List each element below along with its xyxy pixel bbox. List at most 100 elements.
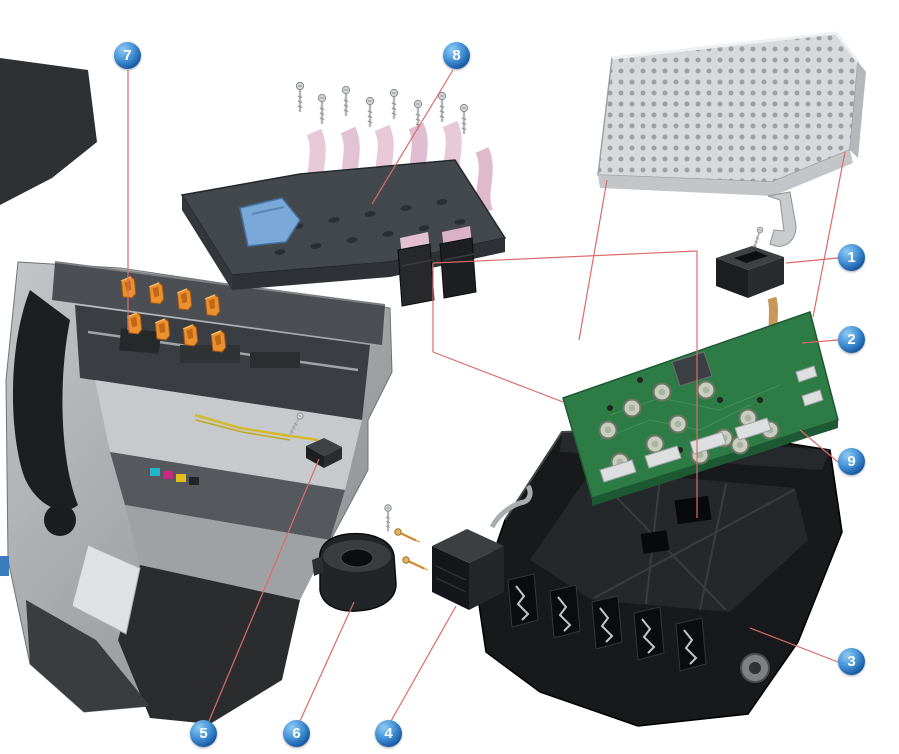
holder-flange bbox=[312, 556, 324, 576]
align-line bbox=[432, 250, 698, 264]
leader-1 bbox=[785, 257, 839, 264]
interconnect-box bbox=[383, 484, 533, 610]
printer-base bbox=[118, 565, 300, 724]
box-right bbox=[469, 546, 504, 610]
leader-9 bbox=[799, 429, 839, 463]
align-line bbox=[432, 351, 564, 403]
pcb-board bbox=[562, 311, 839, 499]
connector-detail bbox=[401, 259, 433, 267]
leader-3 bbox=[749, 627, 839, 663]
housing-floor bbox=[530, 470, 808, 612]
align-line bbox=[812, 151, 846, 318]
ink-label-cyan bbox=[150, 468, 160, 476]
callout-8: 8 bbox=[443, 42, 470, 69]
shield-top-edge bbox=[611, 31, 860, 63]
printer-rear-panel bbox=[0, 58, 97, 205]
screw-icon bbox=[341, 85, 351, 118]
clip-icon bbox=[148, 281, 165, 306]
holder-hole bbox=[734, 251, 768, 263]
printhead-slots bbox=[507, 573, 707, 672]
leader-6 bbox=[299, 601, 355, 722]
capacitor-icon bbox=[622, 398, 642, 418]
emi-shield bbox=[597, 31, 866, 247]
gold-screw-icon bbox=[400, 554, 431, 575]
capacitor-icon bbox=[598, 420, 618, 440]
carriage-housing bbox=[477, 427, 843, 727]
screw-icon bbox=[383, 503, 393, 533]
clip-icon bbox=[176, 287, 193, 312]
printer-leg bbox=[26, 600, 150, 712]
printer-blue-trim bbox=[0, 556, 9, 576]
ink-label-black bbox=[189, 477, 199, 485]
callout-1: 1 bbox=[838, 244, 865, 271]
printer-lower-front bbox=[125, 505, 330, 600]
capacitor-icon bbox=[645, 434, 665, 454]
yellow-cable-2 bbox=[195, 419, 291, 441]
mechanism-block bbox=[250, 352, 300, 368]
clip-icon bbox=[126, 311, 143, 336]
pcb-asic-chip bbox=[671, 351, 713, 387]
callout-4: 4 bbox=[375, 720, 402, 747]
connector-block bbox=[439, 237, 477, 299]
capacitor-icon bbox=[652, 382, 672, 402]
clip-icon bbox=[154, 317, 171, 342]
interconnect-holder bbox=[716, 225, 784, 298]
ink-label-magenta bbox=[163, 471, 173, 479]
printer-body bbox=[0, 58, 393, 724]
box-detail bbox=[435, 577, 467, 593]
callout-5: 5 bbox=[190, 720, 217, 747]
clip-icon bbox=[210, 329, 227, 354]
housing-roller-hub bbox=[749, 662, 761, 674]
callout-2: 2 bbox=[838, 326, 865, 353]
shield-perforation bbox=[598, 33, 858, 182]
cover-blue-latch bbox=[239, 197, 301, 247]
mechanism-block bbox=[180, 345, 240, 363]
cover-screws bbox=[295, 81, 469, 136]
screw-icon bbox=[295, 81, 305, 114]
holder-right bbox=[748, 257, 784, 298]
leader-lines bbox=[127, 69, 846, 722]
box-front bbox=[432, 546, 469, 610]
housing-cutout bbox=[674, 495, 712, 525]
clip-icon bbox=[204, 293, 221, 318]
screw-icon bbox=[459, 103, 469, 136]
connector-detail bbox=[443, 253, 475, 261]
shield-bottom-fold bbox=[598, 150, 853, 196]
carriage-pca bbox=[562, 311, 839, 506]
encoder-part bbox=[285, 410, 342, 468]
yellow-cable bbox=[194, 413, 319, 442]
screw-icon bbox=[437, 91, 447, 124]
callout-7: 7 bbox=[114, 42, 141, 69]
capacitor-icon bbox=[696, 380, 716, 400]
pcb-edge bbox=[592, 420, 838, 506]
callout-9: 9 bbox=[838, 448, 865, 475]
part-right bbox=[324, 447, 342, 468]
shield-right-face bbox=[850, 62, 866, 158]
connector-block bbox=[397, 243, 435, 307]
screw-icon bbox=[317, 93, 327, 126]
clip-icon bbox=[182, 323, 199, 348]
leader-4 bbox=[390, 605, 457, 722]
screw-icon bbox=[389, 88, 399, 121]
leader-8 bbox=[371, 69, 454, 205]
cover-connectors bbox=[397, 226, 477, 307]
cover-left-face bbox=[182, 195, 232, 290]
printer-mid-panel bbox=[95, 380, 362, 490]
holder-hole bbox=[340, 548, 374, 568]
callout-3: 3 bbox=[838, 648, 865, 675]
callout-6: 6 bbox=[283, 720, 310, 747]
ink-label-yellow bbox=[176, 474, 186, 482]
capacitor-icon bbox=[668, 414, 688, 434]
shield-strap bbox=[767, 191, 797, 247]
small-holder bbox=[312, 532, 397, 612]
box-detail bbox=[435, 565, 467, 581]
printer-knob bbox=[44, 504, 76, 536]
screw-icon bbox=[365, 96, 375, 129]
holder-front bbox=[716, 258, 748, 298]
electronics-cover bbox=[180, 159, 507, 290]
part-front bbox=[306, 446, 324, 468]
metal-bracket bbox=[489, 484, 533, 529]
mechanism-block bbox=[119, 328, 161, 354]
